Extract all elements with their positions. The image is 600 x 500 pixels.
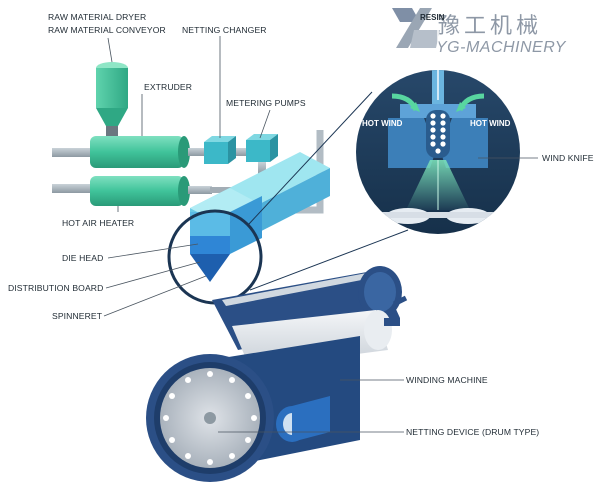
label-resin: RESIN: [420, 13, 445, 22]
label-die-head: DIE HEAD: [62, 253, 103, 263]
zoom-line-bottom: [249, 229, 409, 291]
extruder-upper: [90, 136, 204, 168]
spinneret-tip: [190, 254, 230, 282]
hot-air-heater-unit: [90, 176, 212, 206]
label-raw-material-conveyor: RAW MATERIAL CONVEYOR: [48, 25, 166, 35]
feed-pipe-lower: [52, 184, 92, 193]
spinneret-detail-view: [356, 30, 520, 234]
label-raw-material-dryer: RAW MATERIAL DRYER: [48, 12, 146, 22]
label-hot-air-heater: HOT AIR HEATER: [62, 218, 134, 228]
metering-pump-unit: [246, 134, 278, 174]
netting-changer-unit: [204, 136, 248, 164]
label-extruder: EXTRUDER: [144, 82, 192, 92]
logo-mark-diagonal: [396, 8, 432, 48]
label-hot-wind-right: HOT WIND: [470, 119, 511, 128]
distribution-board-block: [190, 236, 230, 254]
zoom-line-top: [247, 91, 373, 226]
brand-chinese-name: 豫工机械: [438, 14, 542, 39]
raw-material-dryer: [96, 62, 128, 136]
label-wind-knife: WIND KNIFE: [542, 153, 594, 163]
brand-english-name: YG-MACHINERY: [436, 39, 567, 56]
label-netting-changer: NETTING CHANGER: [182, 25, 267, 35]
logo-mark-top: [392, 8, 420, 22]
label-winding-machine: WINDING MACHINE: [406, 375, 488, 385]
netting-drum: [146, 336, 360, 482]
label-metering-pumps: METERING PUMPS: [226, 98, 306, 108]
label-distribution-board: DISTRIBUTION BOARD: [8, 283, 103, 293]
logo-mark-bottom: [410, 30, 440, 48]
air-duct-right: [296, 130, 324, 214]
label-hot-wind-left: HOT WIND: [362, 119, 403, 128]
label-netting-device: NETTING DEVICE (DRUM TYPE): [406, 427, 539, 437]
label-spinneret: SPINNERET: [52, 311, 103, 321]
leader-lines: [103, 36, 538, 433]
brand-logo: 豫工机械 YG-MACHINERY: [392, 8, 567, 56]
feed-pipe-upper: [52, 148, 92, 157]
die-head-block: [190, 212, 230, 236]
